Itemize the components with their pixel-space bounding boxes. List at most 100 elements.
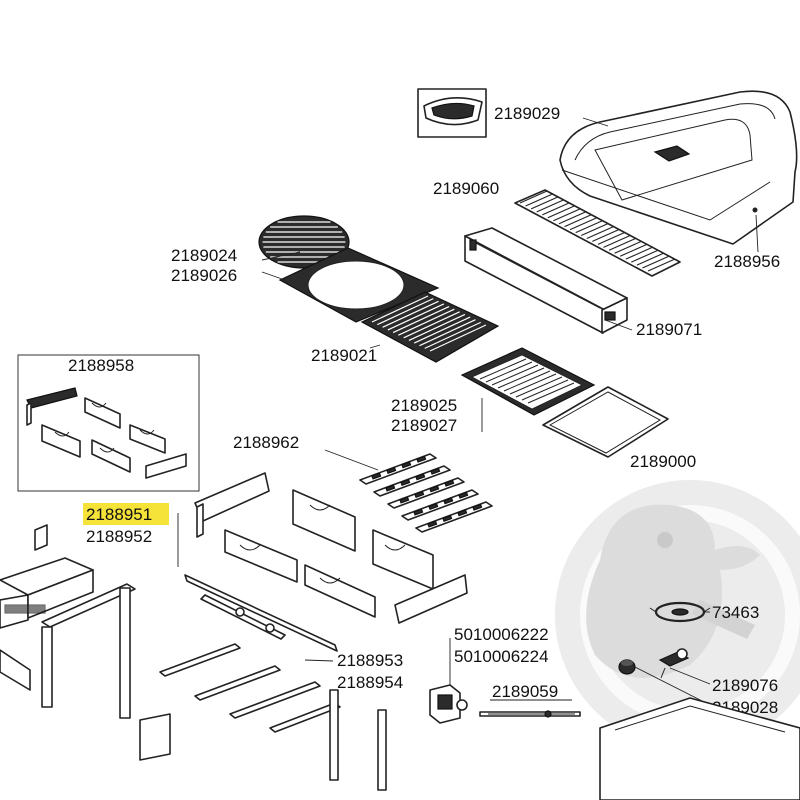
cooking-grate-bar [392,306,450,334]
rack-support-part [464,227,628,334]
warming-rack-bar [525,193,553,207]
cross-bars-part [139,643,387,791]
warming-rack-bar [631,249,659,263]
duck-watermark-logo [555,480,800,750]
cooking-grate-bar [429,324,487,352]
warming-rack-bar [536,199,564,213]
griddle-rib [509,373,557,395]
round-grate-part [258,215,350,269]
flame-tamer-slot [414,490,425,498]
griddle-rib [521,379,569,401]
part-label-cross-bar: 2188953 [337,651,403,670]
cooking-grate-part [360,291,500,363]
flame-tamers-part [359,453,493,533]
bottom-tray-part [599,697,800,800]
cooking-grate-bar [424,321,481,349]
warming-rack-bar [575,220,603,234]
griddle-part [460,347,596,416]
flame-tamer-slot [472,503,483,511]
part-label-griddle: 2189025 [391,396,457,415]
cooking-grate-bar [419,319,476,347]
part-label-warming-rack: 2189060 [433,179,499,198]
warming-rack-bar [519,190,548,204]
flame-tamer-slot [430,467,441,475]
rod-part [479,710,581,718]
side-plate-part [542,386,669,458]
part-label-rod: 2189059 [492,682,558,701]
flame-tamer-slot [399,496,410,504]
part-label-side-burner-ring: 73463 [712,603,759,622]
cooking-grate-bar [413,316,471,344]
cooking-grate-bar [377,298,434,326]
flame-tamer-slot [457,509,468,517]
firebox-panels-part [194,472,468,624]
cooking-grate-bar [382,300,439,328]
part-label-round-grate-frame: 2189026 [171,266,237,285]
flame-tamer-slot [443,497,454,505]
warming-rack-bar [558,211,587,225]
burner-assembly-part [184,574,338,652]
warming-rack-bar [547,205,576,219]
warming-rack-bar [597,231,626,245]
flame-tamer-slot [371,472,382,480]
side-burner-part [658,648,690,679]
griddle-rib [527,382,575,404]
warming-rack-bar [619,243,648,257]
flame-tamer-slot [401,461,412,469]
part-label-side-plate: 2189000 [630,452,696,471]
cooking-grate-bar [371,295,429,323]
part-label-rack-support: 2189071 [636,320,702,339]
part-label-regulator: 5010006222 [454,625,549,644]
warming-rack-bar [625,246,653,260]
cooking-grate-bar [387,303,445,331]
round-grate-frame-part [278,247,440,323]
lid-handle-part [417,88,487,138]
griddle-rib [491,364,539,386]
part-label-lid-handle: 2189029 [494,104,560,123]
part-label-cooking-grate: 2189021 [311,346,377,365]
part-label-regulator-alt: 5010006224 [454,647,549,666]
warming-rack-bar [569,217,598,231]
warming-rack-bar [586,225,615,239]
part-highlight [83,503,169,525]
griddle-rib [515,376,563,398]
part-label-side-burner: 2189076 [712,676,778,695]
griddle-rib [497,367,545,389]
side-burner-cap-part [618,659,636,675]
warming-rack-bar [603,234,631,248]
hood-part [559,90,798,253]
flame-tamer-slot [413,508,424,516]
warming-rack-bar [542,202,570,216]
flame-tamer-slot [416,455,427,463]
griddle-rib [485,361,533,383]
warming-rack-bar [608,237,637,251]
flame-tamer-slot [415,473,426,481]
part-label-griddle-alt: 2189027 [391,416,457,435]
flame-tamer-slot [428,502,439,510]
part-label-hood: 2188956 [714,252,780,271]
flame-tamer-slot [400,478,411,486]
part-label-firebox-panel: 2188951 [86,505,152,524]
cooking-grate-bar [398,308,455,336]
warming-rack-bar [564,214,592,228]
part-label-cross-bar-alt: 2188954 [337,673,403,692]
warming-rack-part [514,189,681,277]
flame-tamer-slot [458,491,469,499]
warming-rack-bar [530,196,559,210]
flame-tamer-slot [385,484,396,492]
warming-rack-bar [642,255,670,269]
cooking-grate-bar [403,311,460,339]
warming-rack-bar [553,208,581,222]
flame-tamer-slot [429,485,440,493]
warming-rack-bar [647,258,676,272]
griddle-rib [479,358,527,380]
warming-rack-bar [592,228,620,242]
warming-rack-bar [636,252,665,266]
part-label-flame-tamers: 2188962 [233,433,299,452]
flame-tamer-slot [386,466,397,474]
warming-rack-bar [614,240,642,254]
griddle-rib [503,370,551,392]
regulator-part [429,684,468,724]
flame-tamer-slot [444,479,455,487]
